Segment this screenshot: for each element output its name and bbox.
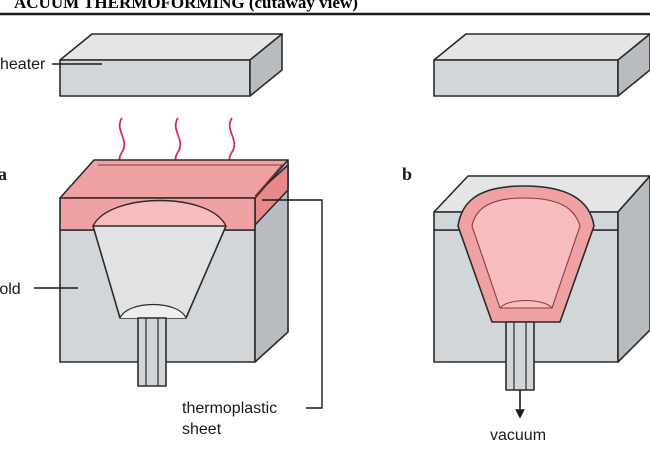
formed-sheet-b-inner	[471, 197, 581, 309]
mold-label: mold	[0, 281, 21, 298]
mold-a-cavity-bottom	[119, 303, 187, 319]
panel-a-letter: a	[0, 164, 7, 184]
heater-a-side	[249, 33, 283, 97]
formed-sheet-b-base	[499, 300, 553, 309]
mold-b	[433, 175, 650, 391]
vacuum-pipe-b	[505, 321, 535, 391]
thermoplastic-label-line1: thermoplastic	[182, 400, 277, 417]
heater-label: heater	[0, 56, 46, 73]
thermoplastic-label-line2: sheet	[182, 421, 222, 438]
diagram-title: ACUUM THERMOFORMING (cutaway view)	[14, 0, 358, 12]
heater-a	[59, 33, 283, 97]
heater-b-side	[617, 33, 650, 97]
mold-a-cavity-dome	[92, 199, 227, 227]
vacuum-pipe-a	[137, 317, 167, 387]
vacuum-label: vacuum	[490, 427, 546, 444]
mold-a	[59, 159, 289, 387]
heater-b	[433, 33, 650, 97]
heater-b-top	[433, 33, 650, 61]
heater-a-top	[59, 33, 283, 61]
thermoplastic-leader	[262, 199, 323, 409]
sheet-a-top	[59, 159, 289, 199]
heater-b-front	[433, 59, 619, 97]
heater-a-front	[59, 59, 251, 97]
sheet-a-rim	[98, 164, 284, 197]
panel-b-letter: b	[402, 164, 412, 184]
mold-b-side	[617, 175, 650, 363]
